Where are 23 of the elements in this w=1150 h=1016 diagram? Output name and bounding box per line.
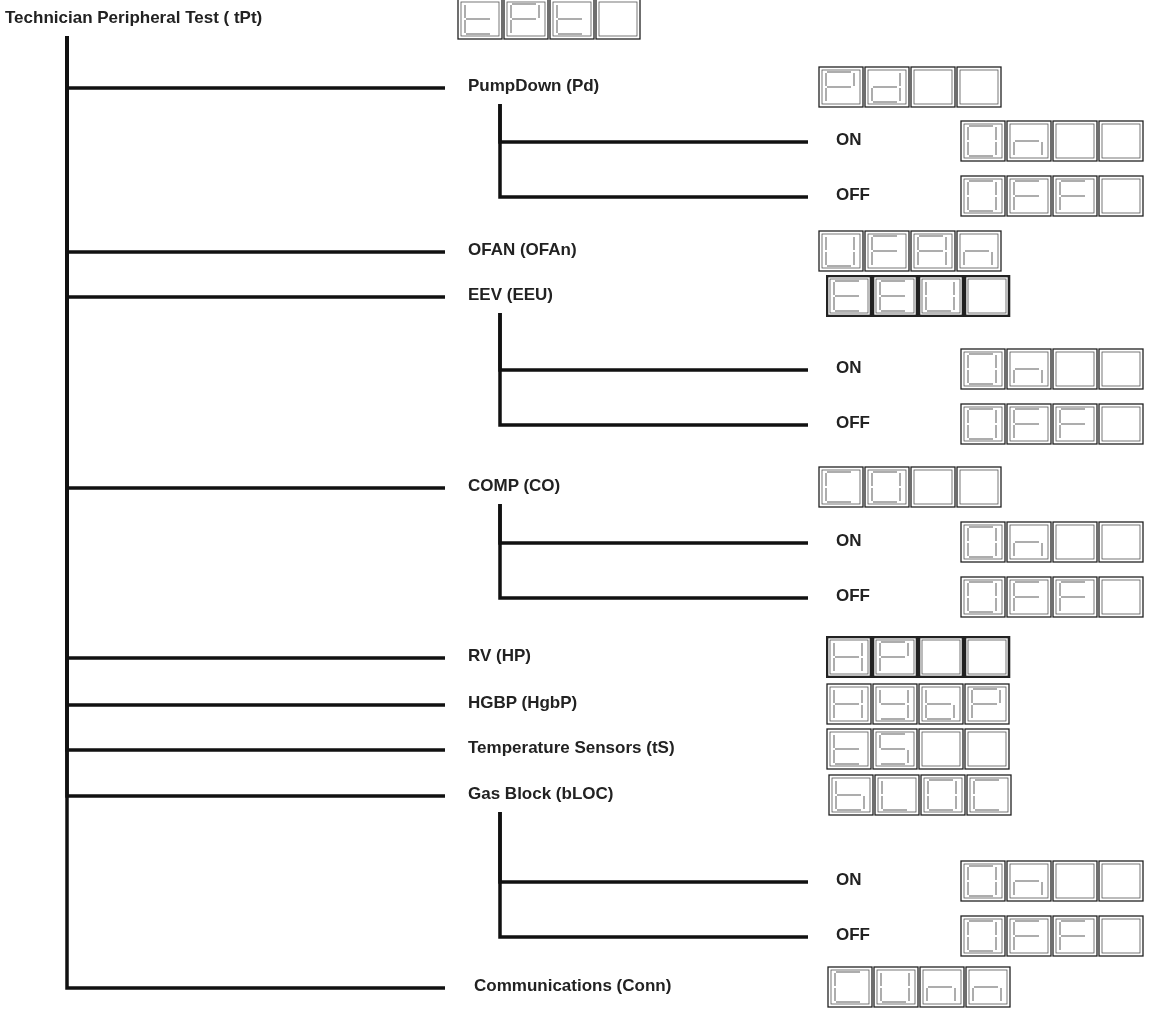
menu-item: ON	[808, 358, 862, 382]
menu-item: EEV (EEU)	[445, 285, 554, 309]
menu-item: Gas Block (bLOC)	[445, 784, 614, 808]
menu-item: ON	[808, 531, 862, 555]
tree-connector	[498, 313, 808, 427]
menu-item: RV (HP)	[445, 646, 531, 670]
menu-item: HGBP (HgbP)	[445, 693, 578, 717]
menu-item: ON	[808, 130, 862, 154]
menu-item: ON	[808, 870, 862, 894]
menu-item: OFF	[808, 586, 870, 610]
tree-connector	[498, 104, 808, 199]
menu-item: Communications (Conn)	[445, 976, 672, 1000]
menu-item: OFF	[808, 925, 870, 949]
menu-item: OFF	[808, 185, 870, 209]
menu-item: OFAN (OFAn)	[445, 240, 577, 264]
menu-heading: Technician Peripheral Test ( tPt)	[5, 8, 263, 32]
tree-connector	[498, 812, 808, 939]
menu-item: PumpDown (Pd)	[445, 76, 600, 100]
tree-connector	[498, 504, 808, 600]
menu-item: Temperature Sensors (tS)	[445, 738, 675, 762]
tree-connector	[65, 36, 445, 990]
menu-item: COMP (CO)	[445, 476, 561, 500]
menu-item: OFF	[808, 413, 870, 437]
